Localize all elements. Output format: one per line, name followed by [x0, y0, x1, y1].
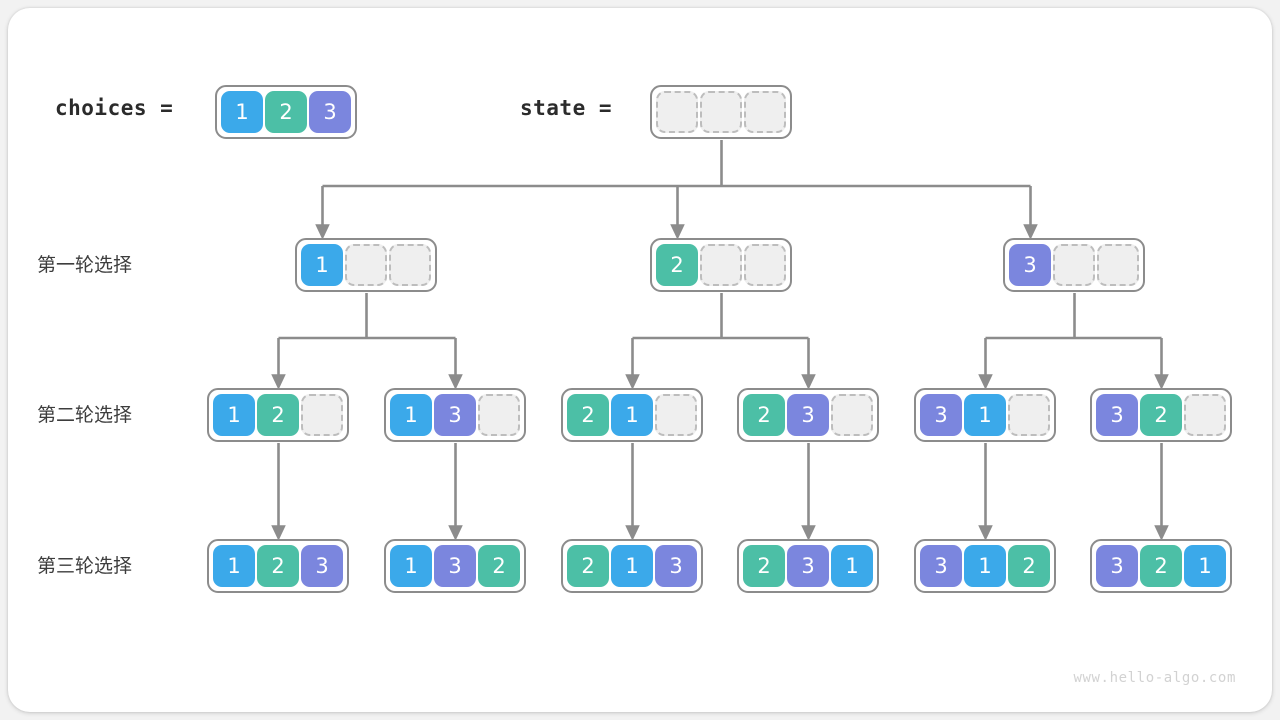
node-r3-4-cell-1: 3 — [787, 545, 829, 587]
node-r1-3: 3 — [1003, 238, 1145, 292]
state-array — [650, 85, 792, 139]
node-r2-3-cell-2 — [655, 394, 697, 436]
node-r2-4-cell-2 — [831, 394, 873, 436]
node-r3-3-cell-1: 1 — [611, 545, 653, 587]
node-r2-6-cell-0: 3 — [1096, 394, 1138, 436]
node-r3-3-cell-0: 2 — [567, 545, 609, 587]
node-r3-3-cell-2: 3 — [655, 545, 697, 587]
node-r1-2: 2 — [650, 238, 792, 292]
node-r1-1-cell-1 — [345, 244, 387, 286]
choices-label: choices = — [55, 96, 174, 120]
node-r1-1: 1 — [295, 238, 437, 292]
node-r3-6-cell-1: 2 — [1140, 545, 1182, 587]
node-r3-5-cell-0: 3 — [920, 545, 962, 587]
node-r1-3-cell-0: 3 — [1009, 244, 1051, 286]
node-r3-1-cell-1: 2 — [257, 545, 299, 587]
node-r2-2-cell-0: 1 — [390, 394, 432, 436]
row-label-round-1: 第一轮选择 — [37, 254, 133, 276]
node-r2-1-cell-1: 2 — [257, 394, 299, 436]
node-r1-2-cell-1 — [700, 244, 742, 286]
node-r2-2-cell-2 — [478, 394, 520, 436]
node-r3-4-cell-2: 1 — [831, 545, 873, 587]
node-r2-1-cell-2 — [301, 394, 343, 436]
row-label-round-3: 第三轮选择 — [37, 555, 133, 577]
node-r2-6-cell-2 — [1184, 394, 1226, 436]
node-r2-3-cell-0: 2 — [567, 394, 609, 436]
diagram-card — [8, 8, 1272, 712]
node-r2-5-cell-0: 3 — [920, 394, 962, 436]
node-r3-6-cell-2: 1 — [1184, 545, 1226, 587]
state-label: state = — [520, 96, 613, 120]
state-cell-0 — [656, 91, 698, 133]
choices-cell-2: 3 — [309, 91, 351, 133]
node-r2-4-cell-1: 3 — [787, 394, 829, 436]
node-r2-5-cell-2 — [1008, 394, 1050, 436]
node-r3-2-cell-0: 1 — [390, 545, 432, 587]
node-r1-3-cell-2 — [1097, 244, 1139, 286]
node-r2-2-cell-1: 3 — [434, 394, 476, 436]
state-cell-1 — [700, 91, 742, 133]
node-r3-1-cell-2: 3 — [301, 545, 343, 587]
node-r1-1-cell-0: 1 — [301, 244, 343, 286]
choices-cell-0: 1 — [221, 91, 263, 133]
node-r1-2-cell-0: 2 — [656, 244, 698, 286]
node-r3-1-cell-0: 1 — [213, 545, 255, 587]
node-r1-1-cell-2 — [389, 244, 431, 286]
node-r2-1-cell-0: 1 — [213, 394, 255, 436]
choices-cell-1: 2 — [265, 91, 307, 133]
node-r1-3-cell-1 — [1053, 244, 1095, 286]
node-r3-6-cell-0: 3 — [1096, 545, 1138, 587]
node-r1-2-cell-2 — [744, 244, 786, 286]
node-r3-2-cell-1: 3 — [434, 545, 476, 587]
node-r2-6-cell-1: 2 — [1140, 394, 1182, 436]
node-r3-5-cell-1: 1 — [964, 545, 1006, 587]
node-r3-5-cell-2: 2 — [1008, 545, 1050, 587]
node-r3-4-cell-0: 2 — [743, 545, 785, 587]
row-label-round-2: 第二轮选择 — [37, 404, 133, 426]
node-r2-5-cell-1: 1 — [964, 394, 1006, 436]
node-r2-4-cell-0: 2 — [743, 394, 785, 436]
node-r2-3-cell-1: 1 — [611, 394, 653, 436]
node-r3-2-cell-2: 2 — [478, 545, 520, 587]
watermark: www.hello-algo.com — [1073, 670, 1236, 686]
state-cell-2 — [744, 91, 786, 133]
